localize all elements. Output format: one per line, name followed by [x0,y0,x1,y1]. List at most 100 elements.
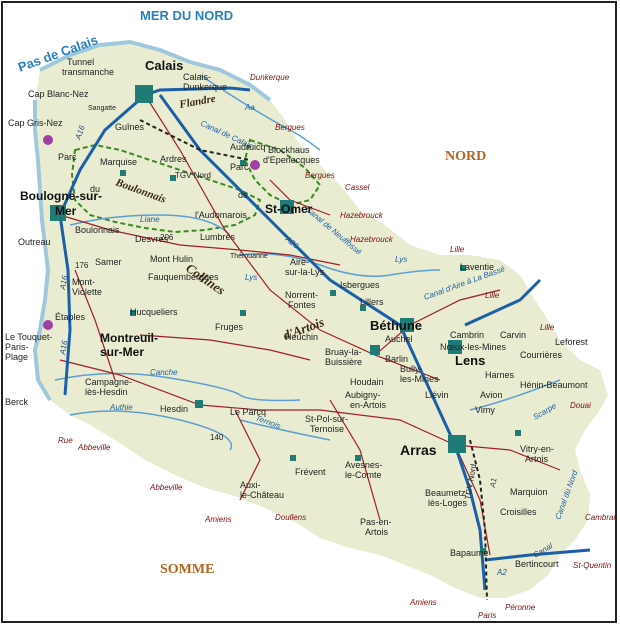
town-mont-hulin: Mont Hulin [150,254,193,264]
town-samer: Samer [95,257,122,267]
exit-douai: Douai [570,401,591,410]
town-vitry-2: Artois [525,454,549,464]
town-vitry-1: Vitry-en- [520,444,554,454]
town-stomer: St-Omer [265,202,313,216]
town-norrent-1: Norrent- [285,290,318,300]
exit-stquentin: St-Quentin [573,561,612,570]
town-bruay-2: Buissière [325,357,362,367]
town-isbergues: Isbergues [340,280,380,290]
town-tunnel-1: Tunnel [67,57,94,67]
site-dot-gris-nez [43,135,53,145]
town-markers [50,85,521,554]
special-sites [43,135,260,330]
parc-boundary-marais [243,138,322,207]
town-berck: Berck [5,397,29,407]
peak-140: 140 [210,433,224,442]
town-laudomarois: l'Audomarois [195,210,247,220]
town-boulogne-1: Boulogne-sur- [20,189,102,203]
town-guines: Guînes [115,122,145,132]
town-fruges: Fruges [215,322,244,332]
town-de: de [238,190,248,200]
town-letouquet-3: Plage [5,352,28,362]
exit-rue: Rue [58,436,73,445]
exit-doullens: Doullens [275,513,306,522]
town-blanc-nez: Cap Blanc-Nez [28,89,89,99]
town-etaples: Étaples [55,312,86,322]
site-dot-blockhaus [250,160,260,170]
town-aire-1: Aire- [290,257,309,267]
town-letouquet-2: Paris- [5,342,29,352]
town-avion: Avion [480,390,502,400]
river-network [54,74,561,451]
town-marquion: Marquion [510,487,548,497]
town-blockhaus-2: d'Eperlecques [263,155,320,165]
peak-176: 176 [75,261,89,270]
town-laventie: Laventie [460,262,494,272]
river-authie: Authie [109,403,133,412]
town-montreuil-2: sur-Mer [100,345,144,359]
exit-hazebrouck-2: Hazebrouck [350,235,394,244]
site-dot-touquet [43,320,53,330]
town-harnes: Harnes [485,370,515,380]
region-somme: SOMME [160,562,214,577]
town-courrieres: Courrières [520,350,563,360]
town-outreau: Outreau [18,237,51,247]
town-cambrin: Cambrin [450,330,484,340]
town-bethune: Béthune [370,318,422,333]
town-mont-1: Mont- [72,277,95,287]
town-hucqueliers: Hucqueliers [130,307,178,317]
exit-amiens-1: Amiens [409,598,437,607]
town-aire-2: sur-la-Lys [285,267,325,277]
tgv-label: TGV Nord [175,171,211,180]
town-auchel: Auchel [385,334,413,344]
exit-lille-2: Lille [485,291,500,300]
exit-cassel: Cassel [345,183,370,192]
town-arras: Arras [400,442,437,458]
town-bruay-1: Bruay-la- [325,347,362,357]
town-campagne-1: Campagne- [85,377,132,387]
tgv-line [139,119,488,601]
exit-abbeville-2: Abbeville [77,443,111,452]
town-stpol-1: St-Pol-sur- [305,414,348,424]
town-bully-1: Bully- [400,364,423,374]
sea-label: MER DU NORD [140,8,233,23]
town-letouquet-1: Le Touquet- [5,332,52,342]
road-a2: A2 [496,568,507,577]
town-montreuil-1: Montreuil- [100,331,158,345]
town-noeux: Nœux-les-Mines [440,342,507,352]
exit-paris: Paris [478,611,496,620]
river-canche: Canche [150,368,178,377]
exit-hazebrouck-1: Hazebrouck [340,211,384,220]
town-tunnel-2: transmanche [62,67,114,77]
river-aa: Aa [244,103,255,112]
town-mont-2: Violette [72,287,102,297]
exit-cambrai: Cambrai [585,513,615,522]
exit-peronne: Péronne [505,603,536,612]
town-beaumetz-1: Beaumetz- [425,488,469,498]
town-pasenartois-1: Pas-en- [360,517,392,527]
town-calais: Calais [145,58,183,73]
road-a1: A1 [488,477,499,489]
region-nord: NORD [445,149,486,164]
town-aubigny-1: Aubigny- [345,390,381,400]
town-pasenartois-2: Artois [365,527,389,537]
exit-lille-3: Lille [540,323,555,332]
town-audruicq: Audruicq [230,142,266,152]
exit-dunkerque: Dunkerque [250,73,290,82]
river-lys-2: Lys [395,255,407,264]
town-avesnes-1: Avesnes- [345,460,382,470]
exit-amiens-2: Amiens [204,515,232,524]
parc-boundary-boulonnais [70,143,262,234]
town-beaumetz-2: lès-Loges [428,498,468,508]
town-sangatte: Sangatte [88,105,116,112]
town-marquise: Marquise [100,157,137,167]
town-parc-1: Parc [58,152,77,162]
town-norrent-2: Fontes [288,300,316,310]
town-blockhaus-1: Blockhaus [268,145,310,155]
town-leparcq: Le Parcq [230,407,266,417]
river-liane: Liane [140,215,160,224]
town-fauquembergues: Fauquembergues [148,272,219,282]
town-auxi-2: le-Château [240,490,284,500]
